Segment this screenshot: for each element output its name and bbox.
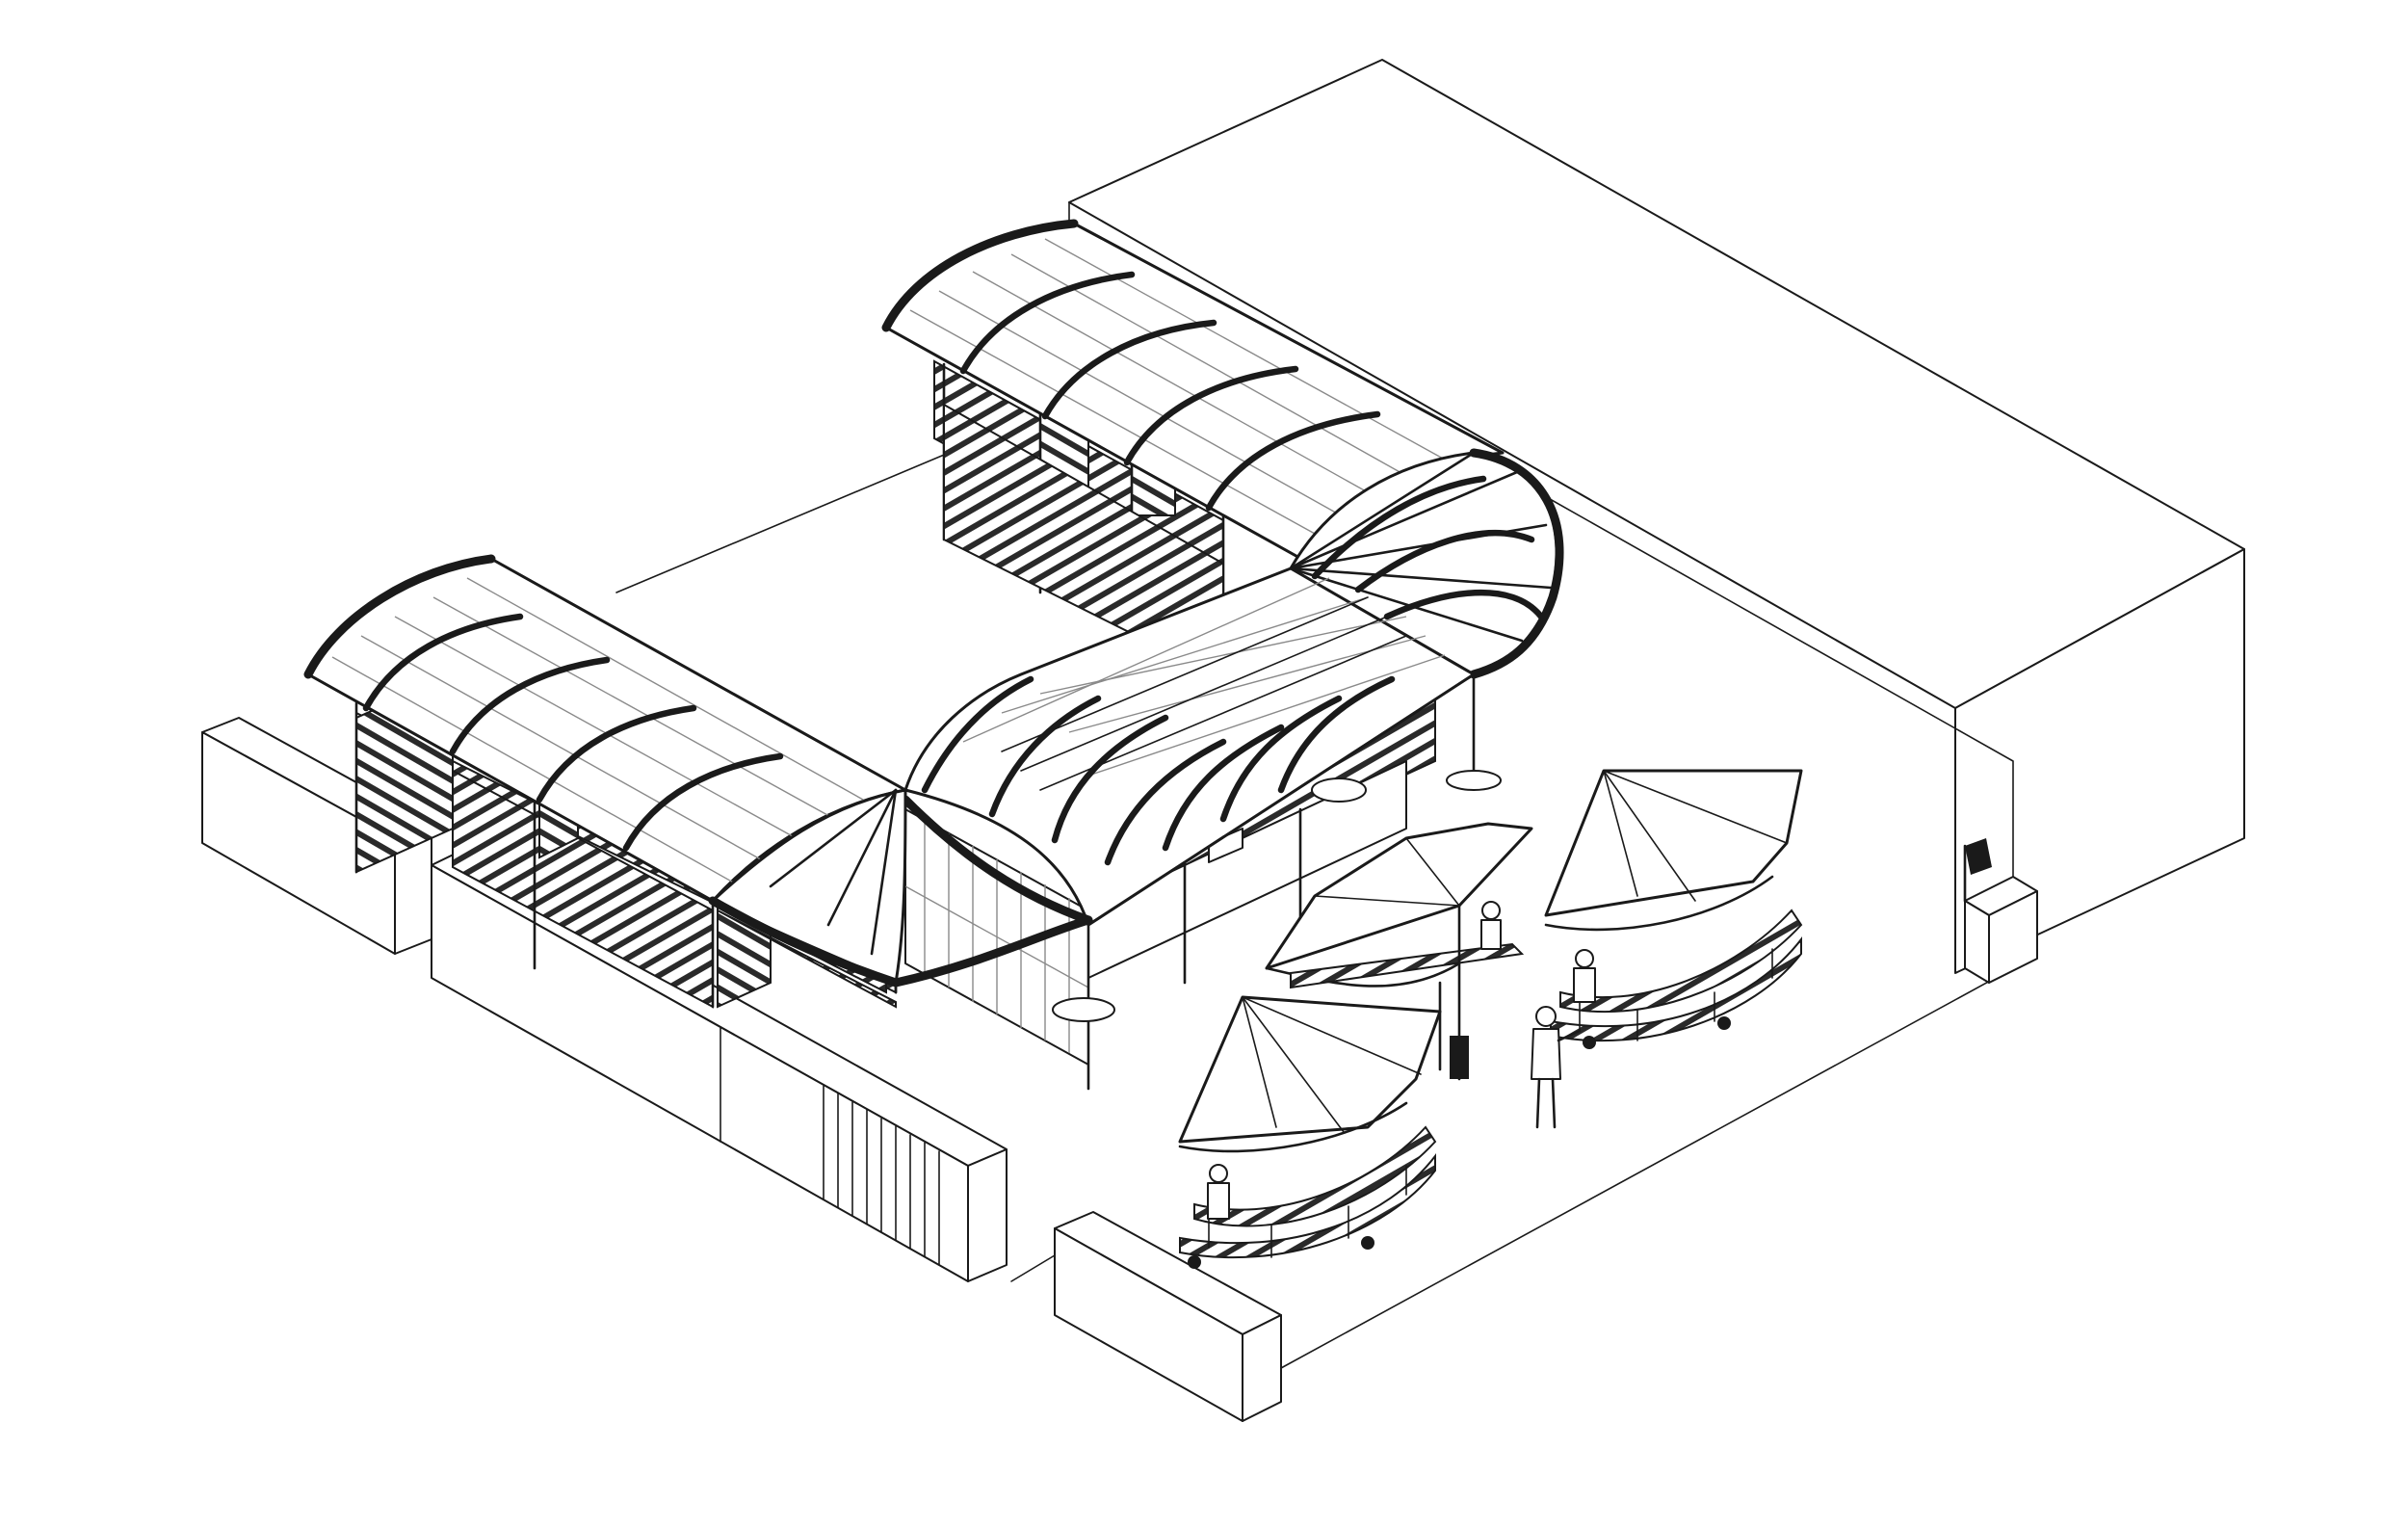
boundary-wall-right-post (1963, 838, 2038, 984)
human-figure-stall-2 (1573, 949, 1596, 1003)
human-figure-stall-1 (1480, 901, 1502, 950)
human-figure-standing (1531, 1006, 1582, 1129)
boundary-wall-front (1054, 1211, 1282, 1422)
adjacent-building (1068, 59, 2245, 974)
roof-wing-west (303, 554, 1093, 1009)
roof-end-cap-northeast (1289, 448, 1564, 791)
roof-wing-central (901, 566, 1476, 1091)
roof-wing-north (881, 219, 1505, 681)
fan-stall-2 (1544, 769, 1803, 1049)
fan-stall-1 (1265, 822, 1533, 1081)
fan-stall-3 (1178, 995, 1442, 1269)
human-figure-stall-3 (1207, 1164, 1230, 1220)
